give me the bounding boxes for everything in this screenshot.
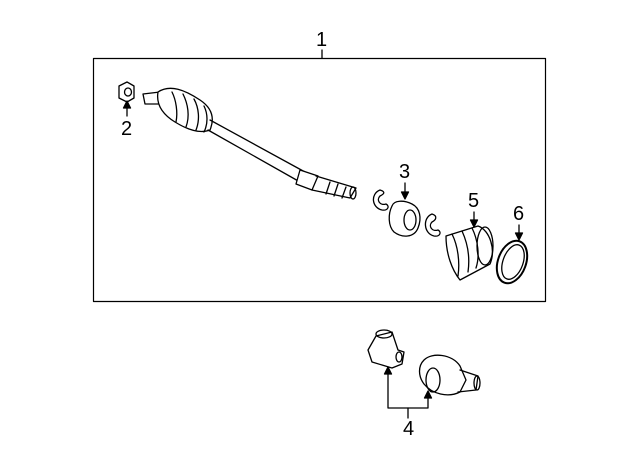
clamp-part [424, 213, 441, 237]
nut-part [118, 81, 135, 103]
callout-6: 6 [513, 203, 525, 225]
callout-5: 5 [468, 190, 480, 212]
callout-3: 3 [399, 161, 411, 183]
boot-part-3 [388, 200, 421, 237]
boot-clamp-part [495, 239, 529, 285]
callout-2: 2 [121, 118, 133, 140]
arrow-5 [469, 211, 479, 228]
callout-4: 4 [403, 418, 415, 440]
arrow-4-bracket [383, 366, 433, 419]
tripod-part [367, 329, 405, 369]
axle-shaft-part [142, 87, 357, 200]
clamp-part [372, 189, 389, 211]
arrow-2 [122, 100, 132, 117]
callout-1: 1 [316, 29, 328, 51]
arrow-6 [514, 224, 524, 241]
arrow-3 [400, 182, 410, 200]
inner-boot-part [445, 225, 494, 281]
assembly-frame [92, 57, 547, 303]
housing-part [418, 354, 481, 396]
